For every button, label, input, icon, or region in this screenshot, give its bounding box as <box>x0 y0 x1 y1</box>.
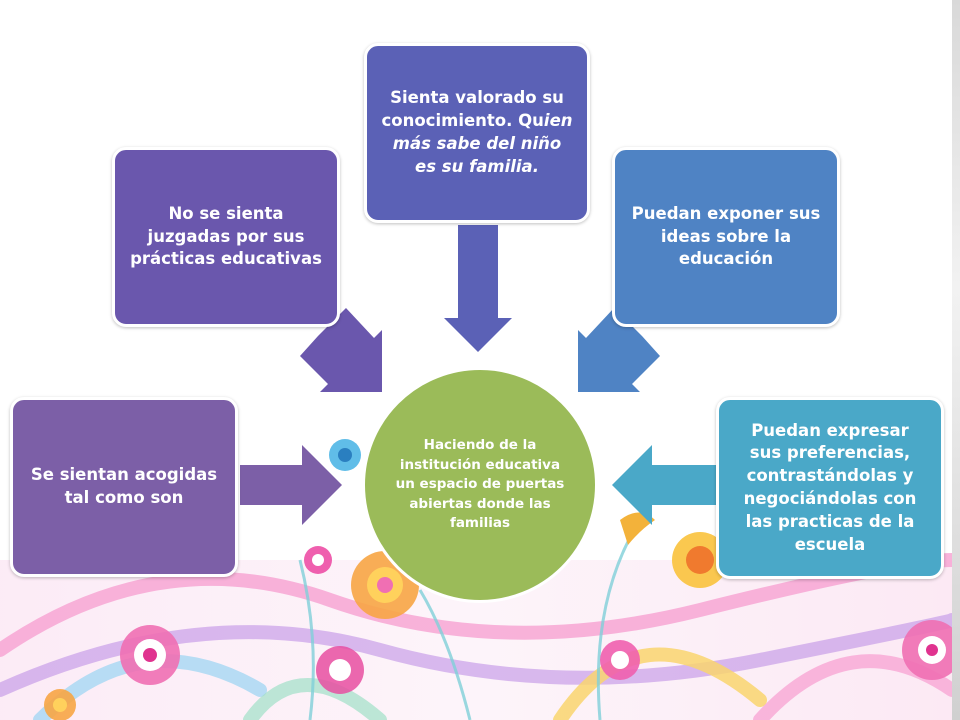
arrow-upper-right <box>578 308 660 392</box>
box-upper-left-judged: No se sienta juzgadas por sus prácticas … <box>112 147 340 327</box>
box-top-text-normal: Sienta valorado su conocimiento. Qu <box>381 88 564 131</box>
center-circle: Haciendo de la institución educativa un … <box>362 367 598 603</box>
flower-icon <box>902 620 960 680</box>
box-top-text-italic: ien más sabe del niño es su familia. <box>392 111 573 176</box>
box-top-text: Sienta valorado su conocimiento. Quien m… <box>381 87 573 178</box>
slide-edge-shadow <box>952 0 960 720</box>
box-right-preferences: Puedan expresar sus preferencias, contra… <box>716 397 944 579</box>
flower-icon <box>600 640 640 680</box>
arrow-right <box>612 445 720 525</box>
flower-icon <box>304 546 332 574</box>
flower-icon <box>316 646 364 694</box>
box-upper-left-text: No se sienta juzgadas por sus prácticas … <box>130 203 322 269</box>
box-right-text: Puedan expresar sus preferencias, contra… <box>743 420 917 554</box>
arrow-left <box>240 445 342 525</box>
arrow-upper-left <box>300 308 382 392</box>
box-left-welcomed: Se sientan acogidas tal como son <box>10 397 238 577</box>
arrow-top <box>444 225 512 352</box>
flower-icon <box>120 625 180 685</box>
arrows <box>240 225 720 525</box>
center-circle-text: Haciendo de la institución educativa un … <box>395 437 565 532</box>
flower-icon <box>329 439 361 471</box>
flower-icon <box>672 532 728 588</box>
bird-icon <box>620 512 655 545</box>
box-upper-right-ideas: Puedan exponer sus ideas sobre la educac… <box>612 147 840 327</box>
box-upper-right-text: Puedan exponer sus ideas sobre la educac… <box>631 203 821 269</box>
box-top-knowledge: Sienta valorado su conocimiento. Quien m… <box>364 43 590 223</box>
box-left-text: Se sientan acogidas tal como son <box>30 465 218 507</box>
flower-icon <box>44 689 76 720</box>
